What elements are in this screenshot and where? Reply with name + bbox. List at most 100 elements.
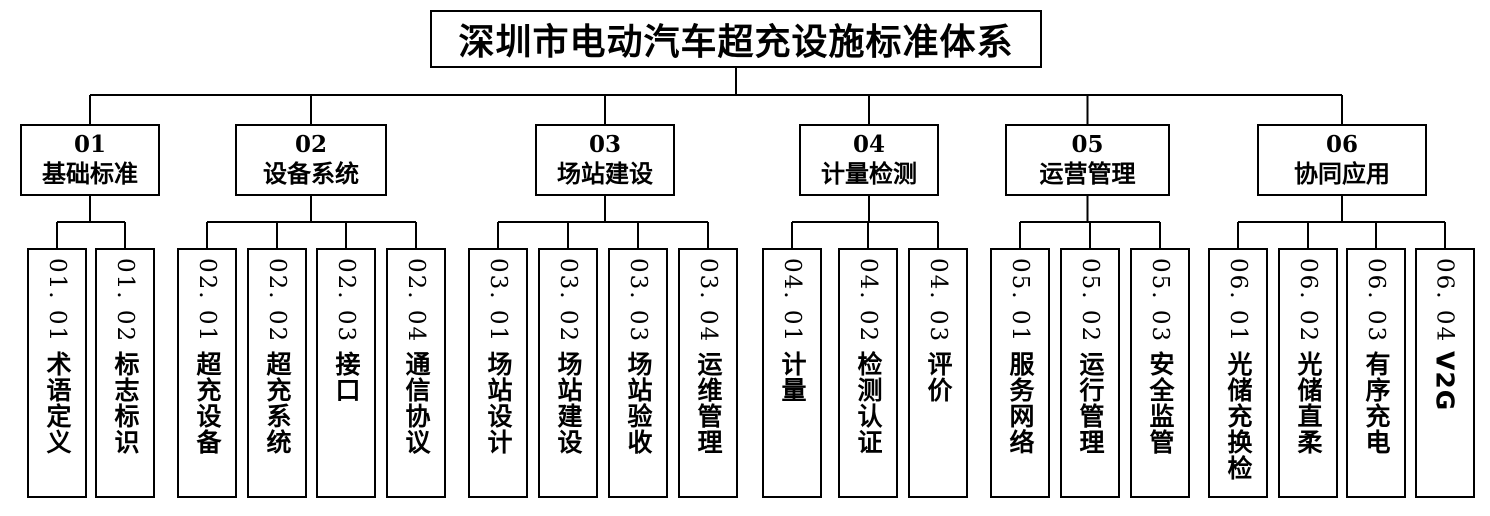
leaf-code: 01. 02 xyxy=(112,258,138,344)
leaf-code: 01. 01 xyxy=(44,258,70,344)
leaf-name: 超充设备 xyxy=(193,351,222,456)
leaf-name: 评价 xyxy=(924,351,953,404)
leaf-name: 光储充换检 xyxy=(1224,351,1253,482)
leaf-code: 03. 03 xyxy=(625,258,651,344)
leaf-text: 02. 01 超充设备 xyxy=(189,258,225,455)
leaf-box: 05. 01 服务网络 xyxy=(990,248,1050,498)
category-code: 06 xyxy=(1325,130,1358,158)
category-name: 协同应用 xyxy=(1294,160,1390,189)
leaf-text: 02. 02 超充系统 xyxy=(259,258,295,455)
leaf-box: 02. 02 超充系统 xyxy=(247,248,307,498)
leaf-text: 01. 02 标志标识 xyxy=(107,258,143,455)
leaf-name: 场站建设 xyxy=(554,351,583,456)
leaf-code: 02. 04 xyxy=(403,258,429,344)
leaf-name: 运维管理 xyxy=(694,351,723,456)
category-code: 02 xyxy=(294,130,327,158)
leaf-box: 06. 04 V2G xyxy=(1415,248,1475,498)
leaf-text: 03. 04 运维管理 xyxy=(690,258,726,455)
leaf-text: 06. 04 V2G xyxy=(1431,258,1460,411)
category-code: 05 xyxy=(1071,130,1104,158)
category-name: 基础标准 xyxy=(42,160,138,189)
leaf-name: 场站验收 xyxy=(624,351,653,456)
leaf-name: 运行管理 xyxy=(1076,351,1105,456)
leaf-code: 03. 01 xyxy=(485,258,511,344)
leaf-box: 01. 02 标志标识 xyxy=(95,248,155,498)
category-name: 运营管理 xyxy=(1039,160,1136,189)
category-name: 计量检测 xyxy=(821,160,917,189)
leaf-code: 06. 03 xyxy=(1363,258,1389,344)
leaf-name: 标志标识 xyxy=(111,351,140,456)
leaf-box: 06. 03 有序充电 xyxy=(1346,248,1406,498)
leaf-box: 02. 01 超充设备 xyxy=(177,248,237,498)
leaf-text: 05. 03 安全监管 xyxy=(1142,258,1178,455)
category-code: 03 xyxy=(588,130,621,158)
category-name: 场站建设 xyxy=(557,160,653,189)
leaf-code: 04. 02 xyxy=(855,258,881,344)
leaf-name: 服务网络 xyxy=(1006,351,1035,456)
leaf-text: 03. 02 场站建设 xyxy=(550,258,586,455)
diagram-title: 深圳市电动汽车超充设施标准体系 xyxy=(430,10,1042,68)
leaf-box: 05. 03 安全监管 xyxy=(1130,248,1190,498)
leaf-name: 计量 xyxy=(778,351,807,404)
leaf-box: 03. 02 场站建设 xyxy=(538,248,598,498)
leaf-code: 02. 02 xyxy=(264,258,290,344)
leaf-name: 有序充电 xyxy=(1362,351,1391,456)
leaf-text: 04. 02 检测认证 xyxy=(850,258,886,455)
leaf-code: 02. 03 xyxy=(333,258,359,344)
leaf-code: 03. 02 xyxy=(555,258,581,344)
leaf-box: 03. 04 运维管理 xyxy=(678,248,738,498)
leaf-name: 通信协议 xyxy=(402,351,431,456)
leaf-text: 05. 02 运行管理 xyxy=(1072,258,1108,455)
leaf-text: 04. 03 评价 xyxy=(920,258,956,403)
leaf-name: 接口 xyxy=(332,351,361,404)
leaf-text: 03. 01 场站设计 xyxy=(480,258,516,455)
leaf-box: 03. 01 场站设计 xyxy=(468,248,528,498)
leaf-text: 04. 01 计量 xyxy=(774,258,810,403)
leaf-box: 04. 03 评价 xyxy=(908,248,968,498)
leaf-text: 02. 03 接口 xyxy=(328,258,364,403)
leaf-name: 光储直柔 xyxy=(1294,351,1323,456)
category-code: 04 xyxy=(852,130,885,158)
leaf-text: 01. 01 术语定义 xyxy=(39,258,75,455)
leaf-text: 06. 03 有序充电 xyxy=(1358,258,1394,455)
leaf-text: 05. 01 服务网络 xyxy=(1002,258,1038,455)
leaf-name: 术语定义 xyxy=(43,351,72,456)
leaf-box: 06. 01 光储充换检 xyxy=(1208,248,1268,498)
leaf-code: 04. 03 xyxy=(925,258,951,344)
leaf-code: 06. 02 xyxy=(1295,258,1321,344)
leaf-name: V2G xyxy=(1430,351,1460,412)
leaf-text: 06. 01 光储充换检 xyxy=(1220,258,1256,481)
leaf-box: 06. 02 光储直柔 xyxy=(1278,248,1338,498)
leaf-code: 06. 01 xyxy=(1225,258,1251,344)
leaf-text: 06. 02 光储直柔 xyxy=(1290,258,1326,455)
leaf-box: 04. 01 计量 xyxy=(762,248,822,498)
leaf-code: 06. 04 xyxy=(1431,258,1458,344)
leaf-code: 02. 01 xyxy=(194,258,220,344)
category-code: 01 xyxy=(73,130,106,158)
leaf-code: 04. 01 xyxy=(779,258,805,344)
leaf-box: 03. 03 场站验收 xyxy=(608,248,668,498)
leaf-name: 安全监管 xyxy=(1146,351,1175,456)
leaf-code: 05. 01 xyxy=(1007,258,1033,344)
leaf-code: 03. 04 xyxy=(695,258,721,344)
leaf-name: 场站设计 xyxy=(484,351,513,456)
leaf-code: 05. 03 xyxy=(1147,258,1173,344)
leaf-text: 03. 03 场站验收 xyxy=(620,258,656,455)
leaf-box: 05. 02 运行管理 xyxy=(1060,248,1120,498)
leaf-box: 02. 03 接口 xyxy=(316,248,376,498)
leaf-box: 02. 04 通信协议 xyxy=(386,248,446,498)
leaf-box: 01. 01 术语定义 xyxy=(27,248,87,498)
category-name: 设备系统 xyxy=(263,160,359,189)
leaf-box: 04. 02 检测认证 xyxy=(838,248,898,498)
leaf-name: 检测认证 xyxy=(854,351,883,456)
leaf-text: 02. 04 通信协议 xyxy=(398,258,434,455)
leaf-name: 超充系统 xyxy=(263,351,292,456)
leaf-code: 05. 02 xyxy=(1077,258,1103,344)
